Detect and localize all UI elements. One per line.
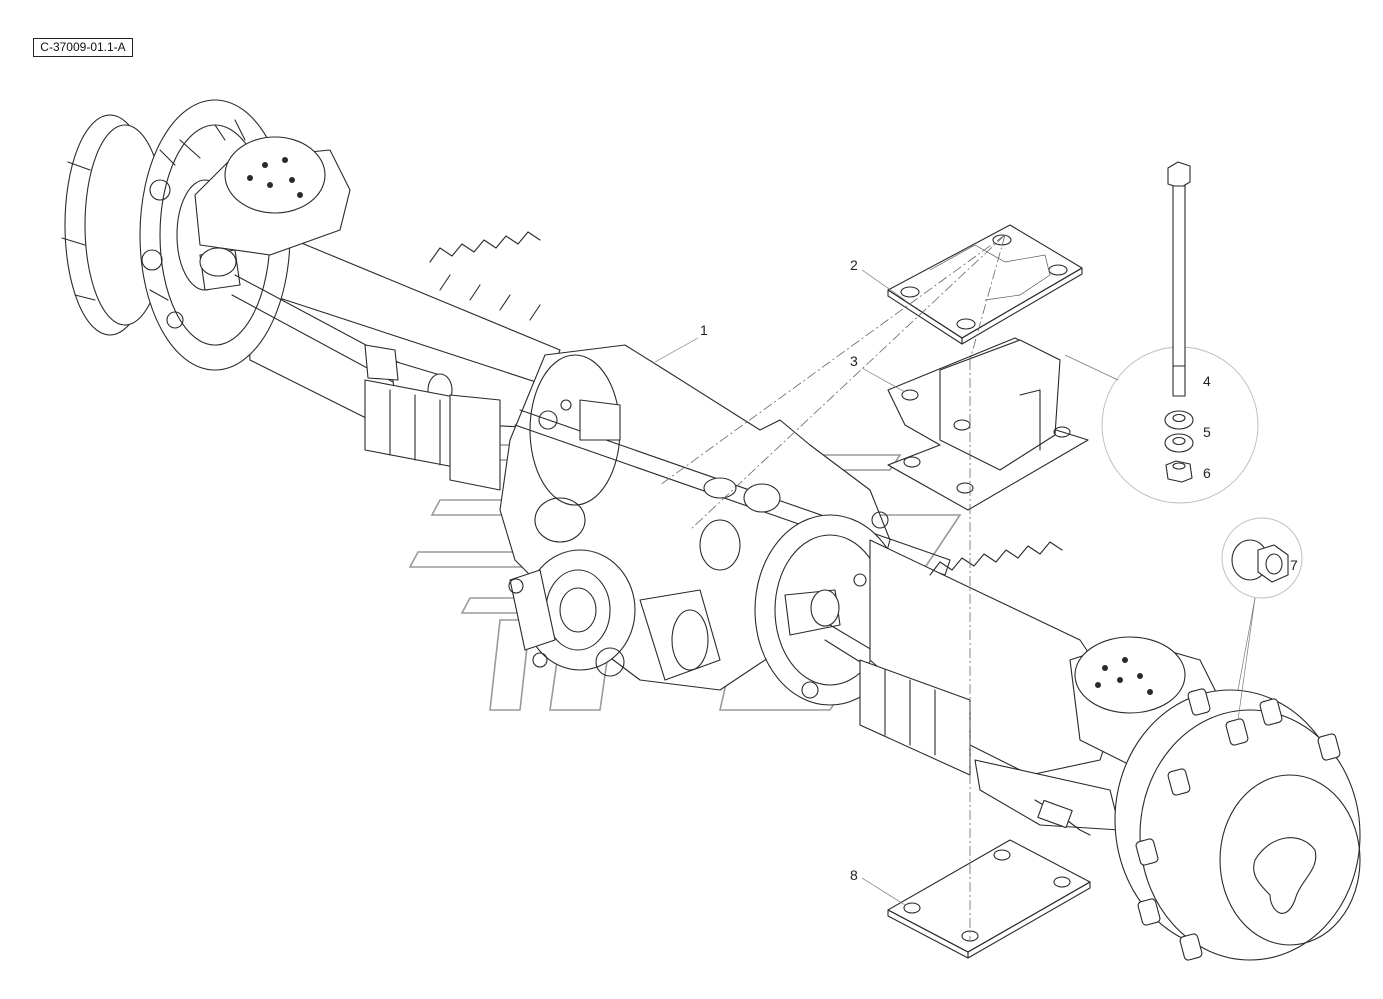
assembly-center-lines xyxy=(659,234,1006,940)
bolt xyxy=(1167,161,1191,397)
lower-mounting-plate xyxy=(887,839,1091,959)
washer xyxy=(1164,433,1194,453)
axle-assembly xyxy=(61,99,1361,961)
callout-6: 6 xyxy=(1203,465,1211,481)
callout-5: 5 xyxy=(1203,424,1211,440)
wheel-nut xyxy=(1231,539,1289,583)
nut xyxy=(1165,460,1193,483)
callout-labels: 1 2 3 4 5 6 7 8 xyxy=(700,257,1298,883)
callout-8: 8 xyxy=(850,867,858,883)
spacer-bracket xyxy=(887,337,1089,511)
detail-circle-wheel-nut xyxy=(1221,517,1303,599)
callout-3: 3 xyxy=(850,353,858,369)
washer xyxy=(1164,410,1194,430)
callout-2: 2 xyxy=(850,257,858,273)
callout-4: 4 xyxy=(1203,373,1211,389)
upper-mounting-plate xyxy=(887,224,1083,345)
callout-7: 7 xyxy=(1290,557,1298,573)
leader-lines xyxy=(654,269,1256,906)
callout-1: 1 xyxy=(700,322,708,338)
drawing-code-label: C-37009-01.1-A xyxy=(33,38,133,57)
